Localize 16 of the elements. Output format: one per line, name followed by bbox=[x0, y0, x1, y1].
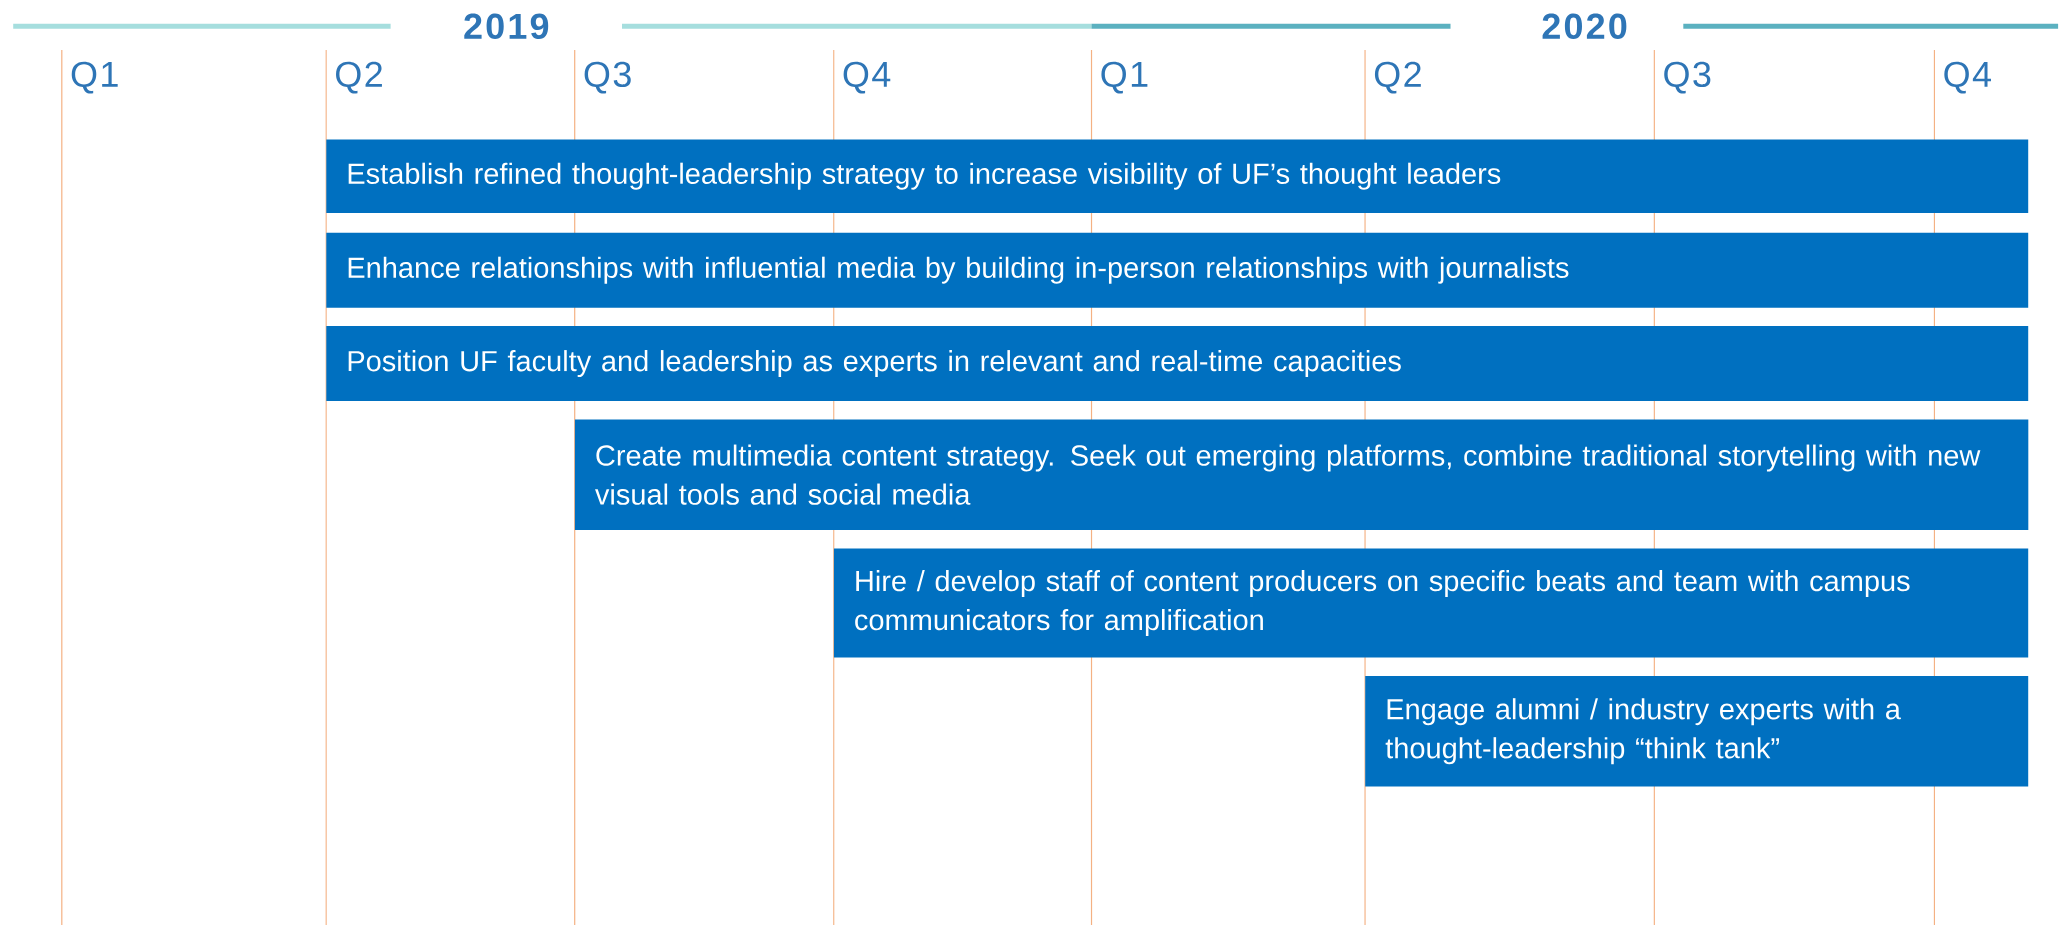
quarter-label: Q4 bbox=[1944, 61, 1991, 94]
quarter-label: Q2 bbox=[1374, 61, 1421, 94]
quarter-label: Q4 bbox=[843, 61, 891, 94]
quarter-label: Q3 bbox=[584, 61, 631, 94]
task-bar: Establish refined thought-leadership strategy to increase visibility of UF’s thought leaders bbox=[326, 139, 2029, 213]
year-label: 2020 bbox=[1542, 13, 1627, 40]
year-label: 2019 bbox=[464, 13, 549, 40]
quarter-label: Q3 bbox=[1664, 61, 1711, 94]
task-bar: Engage alumni / industry experts with a thought-leadership “think tank” bbox=[1365, 675, 2029, 787]
task-bar: Enhance relationships with influential media by building in-person relationships with journalists bbox=[326, 232, 2029, 308]
task-bar: Hire / develop staff of content producers on specific beats and team with campus communicators for amplification bbox=[833, 548, 2029, 658]
task-bar: Create multimedia content strategy. Seek out emerging platforms, combine traditional storytelling with new visual tools and social media bbox=[574, 419, 2029, 530]
task-bar: Position UF faculty and leadership as experts in relevant and real-time capacities bbox=[326, 326, 2029, 402]
quarter-label: Q1 bbox=[71, 61, 118, 94]
quarter-label: Q2 bbox=[336, 61, 382, 94]
quarter-label: Q1 bbox=[1101, 61, 1148, 94]
